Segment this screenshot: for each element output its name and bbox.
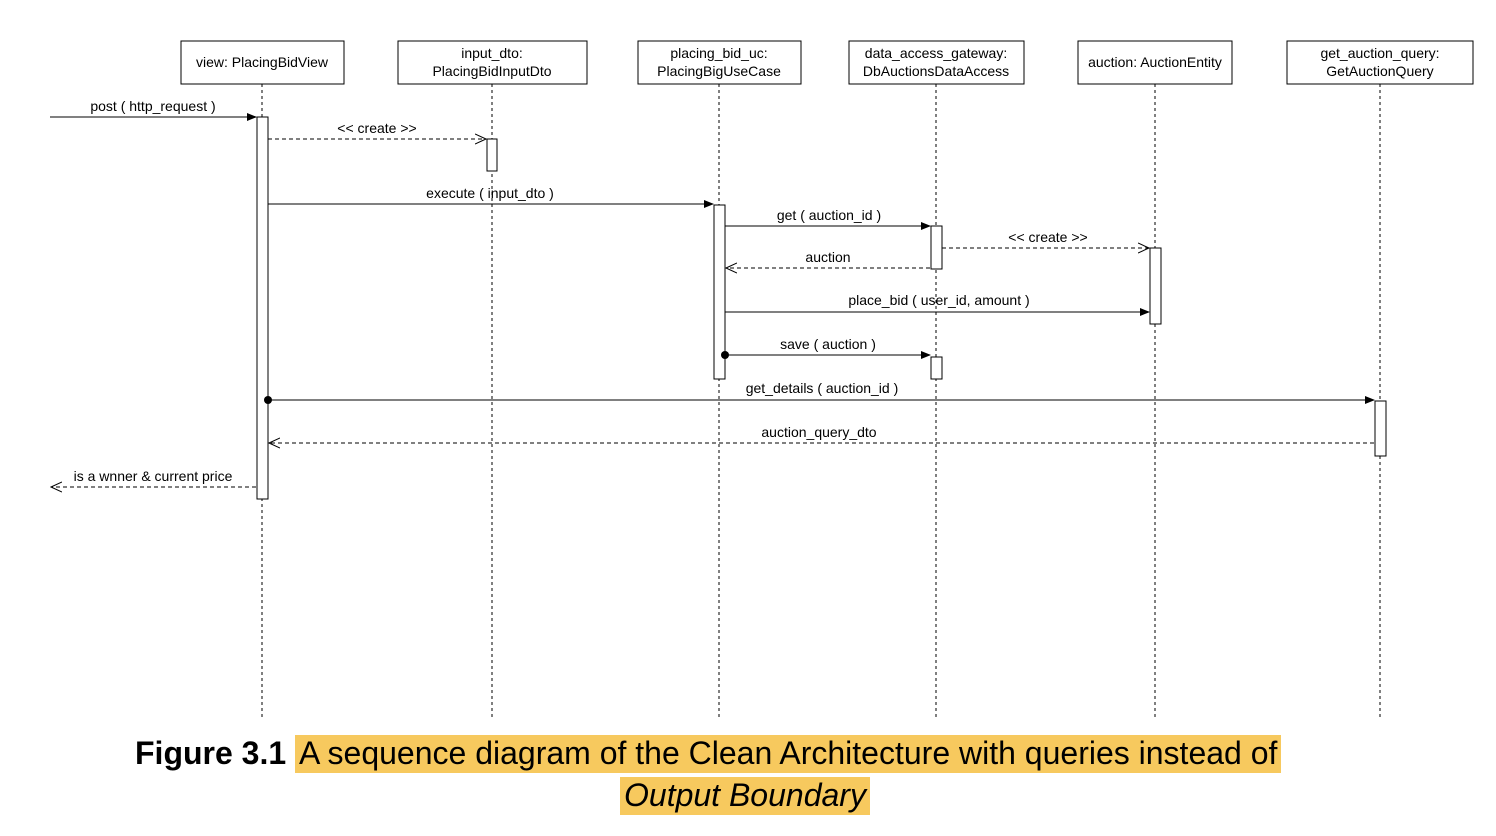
message-label: is a wnner & current price xyxy=(74,468,233,484)
activation-get-auction-query xyxy=(1374,400,1387,457)
message-return-auction-query-dto: auction_query_dto xyxy=(269,424,1374,443)
message-create-input-dto: << create >> xyxy=(268,120,486,139)
message-label: save ( auction ) xyxy=(780,336,876,352)
message-label: << create >> xyxy=(337,120,416,136)
figure-label: Figure 3.1 xyxy=(135,735,287,771)
participant-data-access-gateway-name: data_access_gateway: xyxy=(865,45,1007,61)
message-label: << create >> xyxy=(1008,229,1087,245)
participant-get-auction-query-name: get_auction_query: xyxy=(1320,45,1439,61)
activation-auction-entity xyxy=(1149,247,1162,325)
message-get-details: get_details ( auction_id ) xyxy=(264,380,1375,404)
participant-get-auction-query-type: GetAuctionQuery xyxy=(1326,63,1433,79)
message-create-auction-entity: << create >> xyxy=(942,229,1149,248)
participant-view-label: view: PlacingBidView xyxy=(196,54,329,70)
participant-input-dto-type: PlacingBidInputDto xyxy=(432,63,551,79)
caption-line-1: Figure 3.1 A sequence diagram of the Cle… xyxy=(135,732,1282,774)
participant-input-dto-name: input_dto: xyxy=(461,45,523,61)
participant-get-auction-query: get_auction_query: GetAuctionQuery xyxy=(1286,40,1474,85)
activation-input-dto xyxy=(486,138,498,172)
message-get-auction-id: get ( auction_id ) xyxy=(725,207,931,230)
message-label: get ( auction_id ) xyxy=(777,207,881,223)
activation-placing-bid-uc xyxy=(713,204,726,380)
activation-view xyxy=(256,116,269,500)
participant-input-dto: input_dto: PlacingBidInputDto xyxy=(397,40,588,85)
message-label: place_bid ( user_id, amount ) xyxy=(848,292,1029,308)
message-label: auction xyxy=(805,249,850,265)
participant-placing-bid-uc: placing_bid_uc: PlacingBigUseCase xyxy=(637,40,802,85)
message-post-http-request: post ( http_request ) xyxy=(50,98,257,121)
caption-text-line-1: A sequence diagram of the Clean Architec… xyxy=(295,735,1282,773)
message-label: auction_query_dto xyxy=(761,424,876,440)
message-execute: execute ( input_dto ) xyxy=(268,185,714,208)
message-label: post ( http_request ) xyxy=(90,98,215,114)
message-save-auction: save ( auction ) xyxy=(721,336,931,359)
caption-line-2: Output Boundary xyxy=(620,774,870,816)
participant-placing-bid-uc-type: PlacingBigUseCase xyxy=(657,63,781,79)
message-label: get_details ( auction_id ) xyxy=(746,380,899,396)
activation-gateway-save xyxy=(930,356,943,380)
participant-auction-entity: auction: AuctionEntity xyxy=(1077,40,1233,85)
caption-text-line-2: Output Boundary xyxy=(620,777,870,815)
message-return-winner-price: is a wnner & current price xyxy=(51,468,256,487)
message-label: execute ( input_dto ) xyxy=(426,185,554,201)
message-place-bid: place_bid ( user_id, amount ) xyxy=(725,292,1150,316)
participant-placing-bid-uc-name: placing_bid_uc: xyxy=(670,45,767,61)
participant-auction-entity-label: auction: AuctionEntity xyxy=(1088,54,1222,70)
participant-data-access-gateway-type: DbAuctionsDataAccess xyxy=(863,63,1009,79)
message-return-auction: auction xyxy=(726,249,930,268)
participant-view: view: PlacingBidView xyxy=(180,40,345,85)
activation-gateway-get xyxy=(930,225,943,270)
sequence-diagram: view: PlacingBidView input_dto: PlacingB… xyxy=(50,40,1474,718)
participant-data-access-gateway: data_access_gateway: DbAuctionsDataAcces… xyxy=(848,40,1025,85)
